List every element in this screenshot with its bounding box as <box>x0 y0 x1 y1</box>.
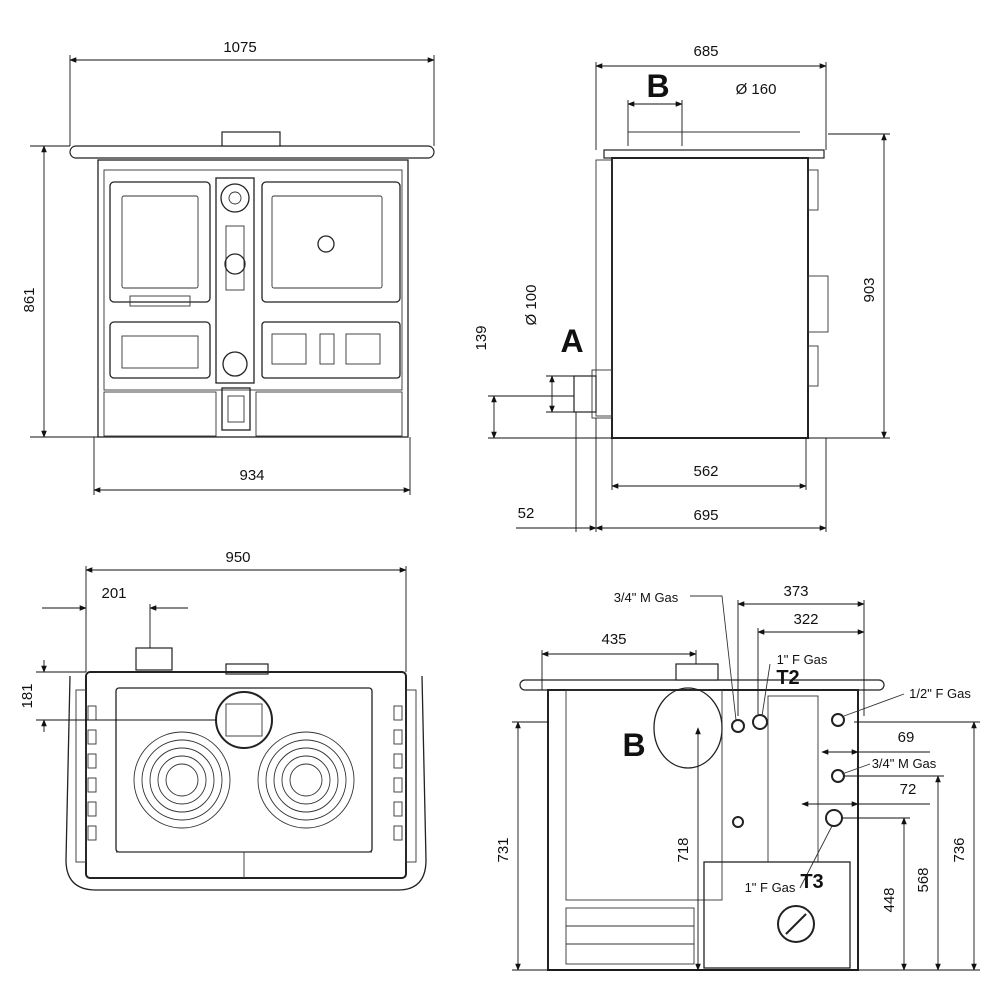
dim-562-label: 562 <box>693 463 718 480</box>
side-view: 685 B Ø 160 903 A Ø 100 139 562 695 52 <box>473 43 890 532</box>
dim-139-label: 139 <box>473 325 490 350</box>
top-view: 950 201 181 <box>19 549 427 891</box>
hotplate-left <box>133 731 231 829</box>
dim-685-label: 685 <box>693 43 718 60</box>
dim-1075-label: 1075 <box>223 39 256 56</box>
hotplate-right <box>257 731 355 829</box>
label-t2: T2 <box>776 667 799 689</box>
dim-718-label: 718 <box>675 837 692 862</box>
dim-736-label: 736 <box>951 837 968 862</box>
conn-1-2-f-gas: 1/2" F Gas <box>909 686 971 701</box>
dim-52-label: 52 <box>518 505 535 522</box>
dim-950-label: 950 <box>225 549 250 566</box>
rear-view: 3/4" M Gas 1" F Gas T2 1/2" F Gas B 3/4"… <box>495 583 980 971</box>
dim-934-label: 934 <box>239 467 264 484</box>
dim-731-label: 731 <box>495 837 512 862</box>
label-t3: T3 <box>800 871 823 893</box>
conn-1-f-gas-bottom: 1" F Gas <box>745 880 796 895</box>
conn-1-f-gas-top: 1" F Gas <box>777 652 828 667</box>
dim-861-label: 861 <box>21 287 38 312</box>
front-view: 1075 861 934 <box>21 39 435 495</box>
dim-322-label: 322 <box>793 611 818 628</box>
dim-435-label: 435 <box>601 631 626 648</box>
dim-695-label: 695 <box>693 507 718 524</box>
conn-3-4-m-gas-top: 3/4" M Gas <box>614 590 679 605</box>
dim-72-label: 72 <box>900 781 917 798</box>
dim-903-label: 903 <box>861 277 878 302</box>
dim-568-label: 568 <box>915 867 932 892</box>
flue-top-dia: Ø 160 <box>736 81 777 98</box>
dim-181-label: 181 <box>19 683 36 708</box>
label-b-side: B <box>646 68 669 104</box>
conn-3-4-m-gas-right: 3/4" M Gas <box>872 756 937 771</box>
label-a: A <box>560 323 583 359</box>
dim-201-label: 201 <box>101 585 126 602</box>
flue-rear-dia: Ø 100 <box>523 285 540 326</box>
dim-373-label: 373 <box>783 583 808 600</box>
label-b-rear: B <box>622 727 645 763</box>
dim-69-label: 69 <box>898 729 915 746</box>
dim-448-label: 448 <box>881 887 898 912</box>
